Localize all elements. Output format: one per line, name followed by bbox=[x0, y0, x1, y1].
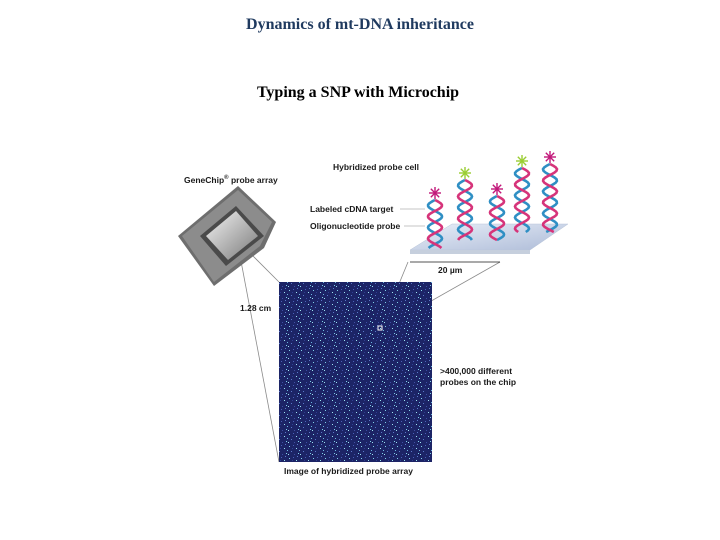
fluorescent-tag-icon bbox=[429, 187, 441, 199]
label-probe-count: >400,000 different probes on the chip bbox=[440, 366, 516, 388]
fluorescent-tag-icon bbox=[459, 167, 471, 179]
label-scale-cm: 1.28 cm bbox=[240, 303, 271, 313]
probe-count-line-1: >400,000 different bbox=[440, 366, 516, 377]
hybridized-array-image bbox=[279, 282, 432, 462]
label-image-caption: Image of hybridized probe array bbox=[284, 466, 413, 476]
fluorescent-tag-icon bbox=[491, 183, 503, 195]
label-hybridized-probe-cell: Hybridized probe cell bbox=[333, 162, 419, 172]
label-scale-um: 20 µm bbox=[438, 265, 462, 275]
fluorescent-tag-icon bbox=[516, 155, 528, 167]
label-genechip-probe-array: GeneChip® probe array bbox=[184, 175, 278, 185]
fluorescent-tag-icon bbox=[544, 151, 556, 163]
genechip-text: GeneChip bbox=[184, 175, 224, 185]
genechip-cartridge bbox=[178, 186, 276, 286]
label-labeled-target: Labeled cDNA target bbox=[310, 204, 393, 214]
label-oligonucleotide-probe: Oligonucleotide probe bbox=[310, 221, 400, 231]
probe-array-text: probe array bbox=[229, 175, 278, 185]
probe-count-line-2: probes on the chip bbox=[440, 377, 516, 388]
